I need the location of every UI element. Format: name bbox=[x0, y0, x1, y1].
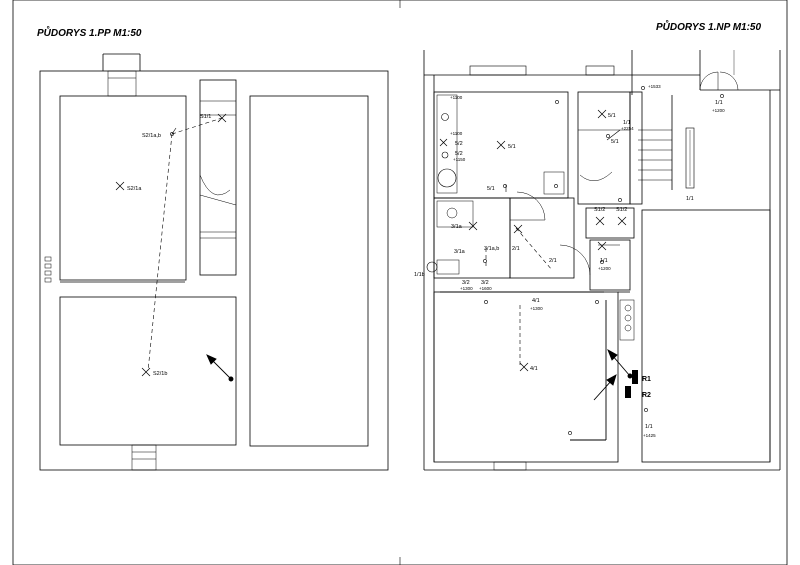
label-2-1: 2/1 bbox=[512, 246, 520, 252]
label-3-2b-h: +1600 bbox=[479, 286, 492, 291]
label-h1100a: +1100 bbox=[450, 95, 463, 100]
label-5-2c: +1150 bbox=[453, 157, 466, 162]
light-fixture-sink bbox=[439, 138, 448, 147]
light-fixture-kitchen bbox=[496, 140, 506, 150]
label-4-1b: 4/1 bbox=[530, 366, 538, 372]
entry-arrow-basement bbox=[206, 354, 234, 382]
label-5-1-kitchen: 5/1 bbox=[508, 144, 516, 150]
socket-symbols bbox=[426, 86, 724, 435]
label-s1-2a: S1/2 bbox=[594, 207, 605, 213]
ground-floor-plan bbox=[423, 50, 781, 471]
label-1-1f: 1/1 bbox=[645, 424, 653, 430]
label-3-1a: 3/1a bbox=[451, 224, 463, 230]
label-1-1a-h: +2254 bbox=[621, 126, 634, 131]
label-3-2a-h: +1300 bbox=[460, 286, 473, 291]
basement-wiring bbox=[147, 117, 223, 372]
label-3-2a: 3/2 bbox=[462, 280, 470, 286]
label-5-2b: 5/2 bbox=[455, 151, 463, 157]
label-s2-1ab: S2/1a,b bbox=[142, 133, 161, 139]
label-4-1: 4/1 bbox=[532, 298, 540, 304]
switch-s2-1ab bbox=[170, 127, 177, 136]
label-5-1-door: 5/1 bbox=[487, 186, 495, 192]
label-s2-1a: S2/1a bbox=[127, 186, 142, 192]
label-s2-1b: S2/1b bbox=[153, 371, 167, 377]
light-fixture-wc-a bbox=[595, 216, 605, 226]
label-2-1b: 2/1 bbox=[549, 258, 557, 264]
label-5-2: 5/2 bbox=[455, 141, 463, 147]
ground-floor-wiring bbox=[440, 129, 621, 441]
entry-arrow-ground-1 bbox=[607, 348, 633, 379]
label-3-1a2: 3/1a bbox=[454, 249, 466, 255]
sheet-frame bbox=[12, 0, 788, 565]
plan-title-basement: PŮDORYS 1.PP M1:50 bbox=[37, 25, 142, 39]
label-1-1d: 1/1 bbox=[686, 196, 694, 202]
meter-box-r2 bbox=[625, 386, 631, 398]
label-h1533: +1533 bbox=[648, 84, 661, 89]
label-1-1c: 1/1 bbox=[715, 100, 723, 106]
light-fixture-wc-b bbox=[617, 216, 627, 226]
label-1-1b: 1/1b bbox=[414, 272, 425, 278]
label-s1-2b: S1/2 bbox=[616, 207, 627, 213]
meter-box-r1 bbox=[632, 370, 638, 384]
label-1-1e-h: +1200 bbox=[598, 266, 611, 271]
light-fixture-s1-1 bbox=[217, 113, 227, 123]
plan-title-ground-floor: PŮDORYS 1.NP M1:50 bbox=[656, 19, 761, 33]
light-fixture-living bbox=[519, 362, 529, 372]
label-5-1-stair2: 5/1 bbox=[611, 139, 619, 145]
label-1-1c-h: +1200 bbox=[712, 108, 725, 113]
basement-plan bbox=[39, 53, 389, 471]
label-s1-1: S1/1 bbox=[200, 114, 211, 120]
label-r2: R2 bbox=[642, 392, 651, 399]
light-fixture-bath bbox=[468, 221, 478, 231]
light-fixture-hall bbox=[513, 224, 523, 234]
entry-arrow-ground-2 bbox=[593, 374, 617, 401]
label-1-1f-h: +1425 bbox=[643, 433, 656, 438]
label-4-1-h: +1300 bbox=[530, 306, 543, 311]
label-1-1a: 1/1 bbox=[623, 120, 631, 126]
light-fixture-stair bbox=[597, 109, 607, 119]
label-3-1ab: 3/1a,b bbox=[484, 246, 499, 252]
light-fixture-s2-1b bbox=[141, 367, 151, 377]
light-fixture-closet bbox=[597, 241, 607, 251]
label-5-1-stair: 5/1 bbox=[608, 113, 616, 119]
label-h1100b: +1100 bbox=[450, 131, 463, 136]
light-fixture-s2-1a bbox=[115, 181, 125, 191]
label-1-1e: 1/1 bbox=[600, 258, 608, 264]
label-r1: R1 bbox=[642, 376, 651, 383]
closet-detail bbox=[624, 304, 632, 332]
label-3-2b: 3/2 bbox=[481, 280, 489, 286]
